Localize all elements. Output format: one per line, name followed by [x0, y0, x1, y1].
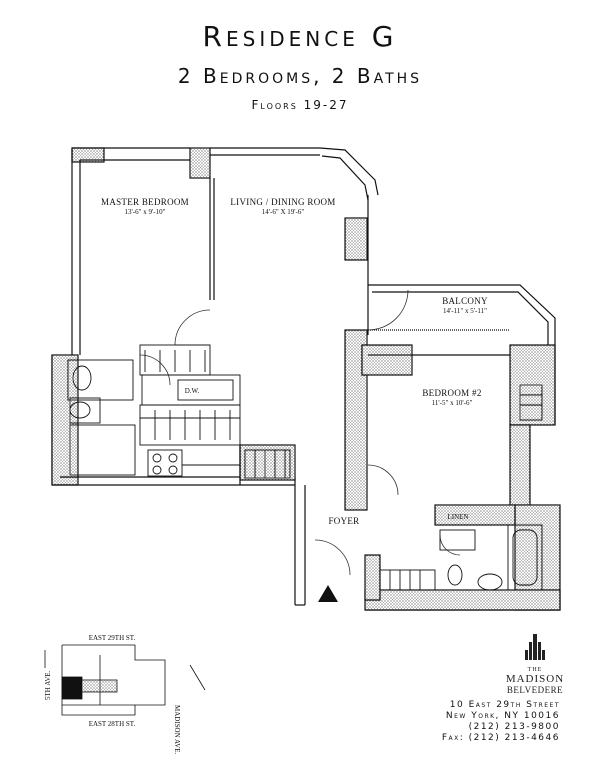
room-dim-living: 14'-6" X 19'-6" — [262, 208, 305, 216]
room-dim-master: 13'-6" x 9'-10" — [125, 208, 166, 216]
key-street-south: EAST 28TH ST. — [89, 720, 136, 728]
room-dim-bedroom2: 11'-5" x 10'-6" — [432, 399, 473, 407]
key-avenue-east: MADISON AVE. — [173, 705, 181, 755]
brand-name2: BELVEDERE — [506, 685, 564, 695]
residence-title: Residence G — [202, 20, 398, 53]
brand-name: MADISON — [505, 673, 565, 685]
door-swings — [139, 289, 461, 576]
room-label-living: LIVING / DINING ROOM — [230, 197, 335, 207]
address-line-1: 10 East 29th Street — [449, 700, 560, 710]
building-icon — [525, 634, 545, 660]
wall-bottom — [364, 589, 561, 611]
address-phone: (212) 213-9800 — [468, 722, 560, 732]
brand-top: THE — [527, 667, 543, 673]
wall-column-top — [189, 147, 211, 179]
label-linen: LINEN — [448, 513, 469, 521]
entrance-marker — [318, 585, 338, 602]
north-arrow — [189, 664, 206, 691]
room-dim-balcony: 14'-11" x 5'-11" — [443, 307, 487, 315]
label-dw: D.W. — [185, 387, 200, 395]
floors-label: Floors 19-27 — [251, 98, 349, 112]
walls — [51, 147, 561, 611]
key-plan-unit-highlight — [61, 676, 83, 700]
key-street-north: EAST 29TH ST. — [89, 634, 136, 642]
fixtures — [67, 344, 543, 591]
brand-logo: THE MADISON BELVEDERE — [505, 632, 565, 695]
key-avenue-west: 5TH AVE. — [44, 670, 52, 700]
room-label-master: MASTER BEDROOM — [101, 197, 189, 207]
stove — [147, 449, 183, 477]
room-label-balcony: BALCONY — [442, 296, 488, 306]
room-label-foyer: FOYER — [328, 516, 359, 526]
room-label-bedroom2: BEDROOM #2 — [422, 388, 481, 398]
residence-subtitle: 2 Bedrooms, 2 Baths — [177, 64, 423, 88]
key-plan — [44, 644, 206, 716]
wall-column-right — [344, 217, 368, 261]
wall-bath-left — [51, 354, 79, 486]
address-fax: Fax: (212) 213-4646 — [441, 733, 560, 743]
dishwasher — [177, 379, 234, 401]
address-line-2: New York, NY 10016 — [445, 711, 560, 721]
